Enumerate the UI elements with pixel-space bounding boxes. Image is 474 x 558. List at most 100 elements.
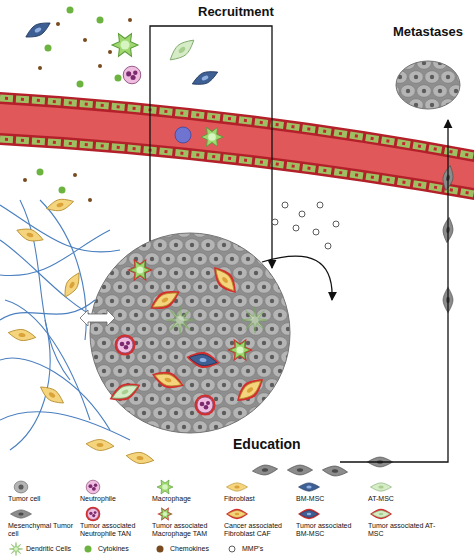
- tumor-mass: [242, 307, 268, 333]
- mmp-circle: [282, 202, 288, 208]
- blood-vessel: [0, 139, 474, 194]
- cell-symbol: [370, 509, 392, 519]
- legend-label: Tumor associated Macrophage TAM: [152, 522, 222, 538]
- mesenchymal-tumor-cell: [252, 464, 278, 476]
- tumor-mass: [90, 233, 290, 433]
- blood-vessel: [0, 92, 474, 200]
- key-icon: [80, 479, 110, 495]
- chemokine-dot: [128, 18, 132, 22]
- legend-label: Mesenchymal Tumor cell: [8, 522, 78, 538]
- chemokine-dot: [73, 173, 77, 177]
- tumor-mass: [90, 233, 290, 433]
- tan-key: Tumor associated Neutrophile TAN: [80, 506, 150, 538]
- cell-symbol: [9, 542, 22, 555]
- tumor-mass: [227, 339, 253, 362]
- caf-key: Cancer associated Fibroblast CAF: [224, 506, 294, 538]
- legend-label: Tumor associated AT-MSC: [368, 522, 438, 538]
- flow-arrow: [340, 120, 448, 462]
- tumor-mass: [232, 373, 268, 407]
- stromal-fibers: [40, 200, 86, 340]
- tumor-mass: Education: [78, 222, 340, 468]
- tumor-cell-key: Tumor cell: [8, 479, 78, 503]
- mmp-key: MMP's: [224, 541, 263, 557]
- recruited-cells: [23, 18, 220, 89]
- exchange-arrow: [80, 310, 115, 326]
- key-icon: [8, 479, 38, 495]
- chemokine-dot: [38, 66, 42, 70]
- ta-at-msc-key: Tumor associated AT-MSC: [368, 506, 438, 538]
- chemokine-key: Chemokines: [152, 541, 209, 557]
- key-icon: [368, 506, 398, 522]
- stromal-fibers: [0, 230, 110, 276]
- node-heading: Metastases: [393, 24, 463, 39]
- recruited-cells: [166, 35, 197, 64]
- legend-label: AT-MSC: [368, 495, 438, 503]
- stromal-fibers: [0, 205, 120, 252]
- color-swatch: [85, 546, 92, 553]
- key-icon: [80, 506, 110, 522]
- cytokine-dot: [37, 169, 44, 176]
- metastasis-cluster: Metastases: [388, 22, 468, 120]
- tam-key: Tumor associated Macrophage TAM: [152, 506, 222, 538]
- fibroblast: [60, 270, 84, 300]
- legend-label: Dendritic Cells: [26, 545, 71, 553]
- fibroblast: [37, 382, 66, 407]
- legend-label: Neutrophile: [80, 495, 150, 503]
- tumor-mass: [146, 285, 183, 316]
- cell-symbol: [298, 509, 320, 519]
- at-msc-key: AT-MSC: [368, 479, 438, 503]
- cell-symbol: [86, 480, 100, 494]
- cell-symbol: [157, 507, 173, 521]
- legend-label: Fibroblast: [224, 495, 294, 503]
- mmp-circle: [325, 243, 331, 249]
- tumor-mass: [127, 259, 153, 282]
- cytokine-dot: [59, 187, 66, 194]
- legend-label: Chemokines: [170, 545, 209, 553]
- fibroblast: [125, 450, 154, 466]
- stromal-fibers: [20, 200, 70, 380]
- tumor-mass: [149, 367, 186, 394]
- tumor-mass: [185, 349, 221, 371]
- key-icon: [152, 541, 168, 557]
- legend-label: BM-MSC: [296, 495, 366, 503]
- stromal-fibers: [0, 358, 110, 430]
- key-icon: [80, 541, 96, 557]
- cytokine-dot: [77, 81, 84, 88]
- mmp-circle: [293, 225, 299, 231]
- color-swatch: [157, 546, 164, 553]
- cell-symbol: [227, 483, 248, 491]
- cytokine-dot: [97, 17, 104, 24]
- mesenchymal-tumor-cell: [322, 465, 348, 477]
- key-icon: [152, 506, 182, 522]
- cell-symbol: [14, 481, 28, 493]
- blood-vessel: [175, 127, 191, 143]
- tumor-mass: [106, 378, 144, 407]
- fibroblast: [45, 196, 75, 214]
- mmp-circle: [272, 202, 339, 249]
- mmp-circle: [333, 221, 339, 227]
- fibroblast: [86, 438, 115, 451]
- flow-arrow: [262, 256, 332, 300]
- cell-symbol: [226, 509, 248, 519]
- legend-label: Tumor associated Neutrophile TAN: [80, 522, 150, 538]
- metastasis-cluster: [396, 61, 460, 109]
- mesenchymal-key: Mesenchymal Tumor cell: [8, 506, 78, 538]
- flow-arrow: [150, 26, 332, 300]
- mmp-circle: [313, 229, 319, 235]
- tumor-mass: [166, 306, 195, 335]
- cytokine-dot: [45, 45, 52, 52]
- legend-label: MMP's: [242, 545, 263, 553]
- cell-symbol: [86, 507, 101, 522]
- key-icon: [152, 479, 182, 495]
- key-icon: [224, 479, 254, 495]
- flow-arrow: [150, 26, 272, 268]
- tumor-mass: [115, 335, 136, 356]
- fibroblast: [7, 327, 36, 343]
- chemokine-dot: [88, 198, 92, 202]
- cytokine-key: Cytokines: [80, 541, 129, 557]
- node-heading: Education: [233, 436, 301, 452]
- exchange-arrow: [80, 310, 115, 326]
- stromal-fibers: [5, 300, 90, 420]
- mesenchymal-tumor-cell: [252, 165, 455, 477]
